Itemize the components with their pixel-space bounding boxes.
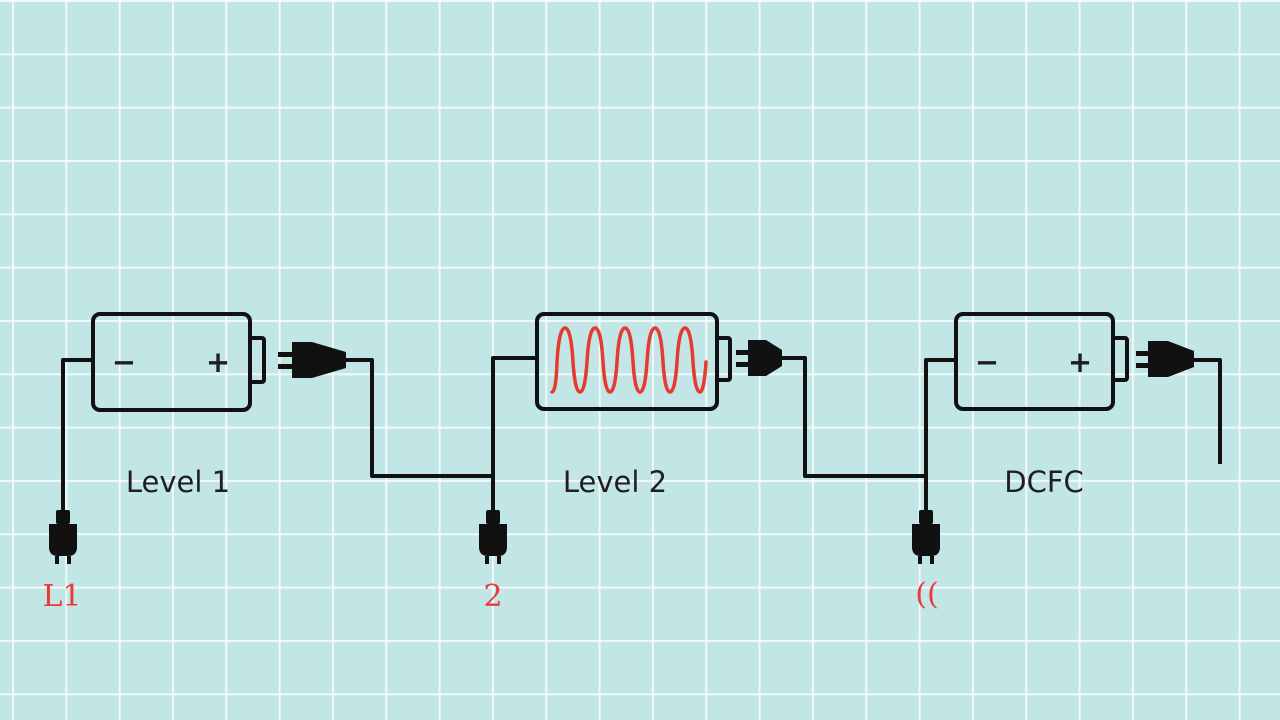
stage-level-1: − + Level 1 L1: [42, 312, 492, 614]
stage-tag-level-1: L1: [42, 579, 81, 614]
stage-label-level-2: Level 2: [563, 465, 667, 499]
wire-level-1: [61, 358, 492, 512]
battery-minus-sign: −: [112, 345, 136, 379]
wire-level-2: [491, 356, 925, 512]
plug-icon: [1136, 341, 1194, 377]
wire-dcfc: [924, 358, 1222, 512]
battery-plus-sign: +: [1068, 345, 1092, 379]
plug-icon: [278, 342, 346, 378]
battery-icon: [954, 312, 1129, 411]
battery-plus-sign: +: [206, 345, 230, 379]
stage-label-level-1: Level 1: [126, 465, 230, 499]
stage-label-dcfc: DCFC: [1004, 465, 1084, 499]
wall-plug-icon: [912, 510, 940, 564]
wall-plug-icon: [49, 510, 77, 564]
wall-plug-icon: [479, 510, 507, 564]
stage-dcfc: − + DCFC ((: [912, 312, 1222, 612]
stage-tag-level-2: 2: [483, 579, 502, 614]
stage-tag-dcfc: ((: [915, 577, 938, 612]
plug-icon: [736, 340, 782, 376]
battery-minus-sign: −: [975, 345, 999, 379]
stage-level-2: Level 2 2: [479, 312, 925, 614]
battery-icon: [91, 312, 266, 412]
sine-wave-icon: [550, 326, 708, 394]
battery-icon: [535, 312, 732, 411]
